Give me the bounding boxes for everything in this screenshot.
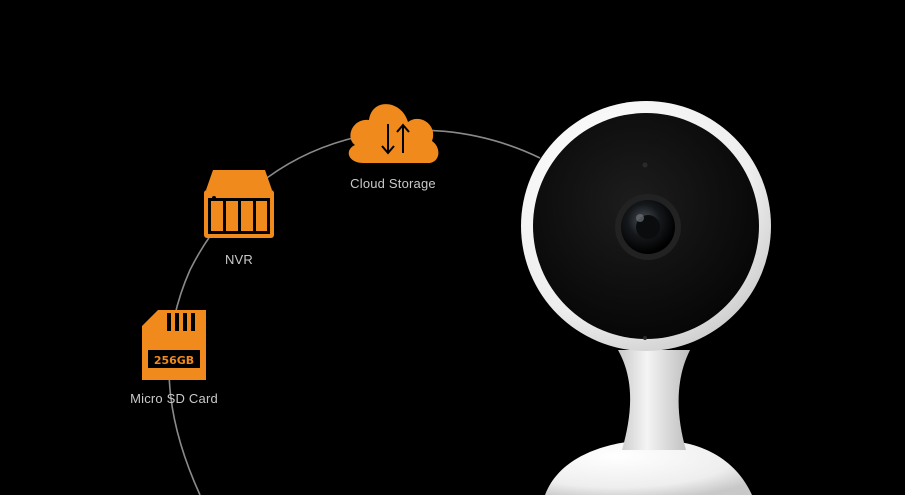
camera-image bbox=[521, 101, 771, 495]
cloud-sync-icon bbox=[348, 104, 439, 163]
sd-capacity-text: 256GB bbox=[154, 354, 194, 367]
nvr-label: NVR bbox=[224, 252, 254, 267]
nvr-icon bbox=[204, 170, 274, 238]
micro-sd-card-label: Micro SD Card bbox=[130, 391, 218, 406]
micro-sd-card-icon: 256GB bbox=[142, 310, 206, 380]
cloud-storage-label: Cloud Storage bbox=[350, 176, 436, 191]
